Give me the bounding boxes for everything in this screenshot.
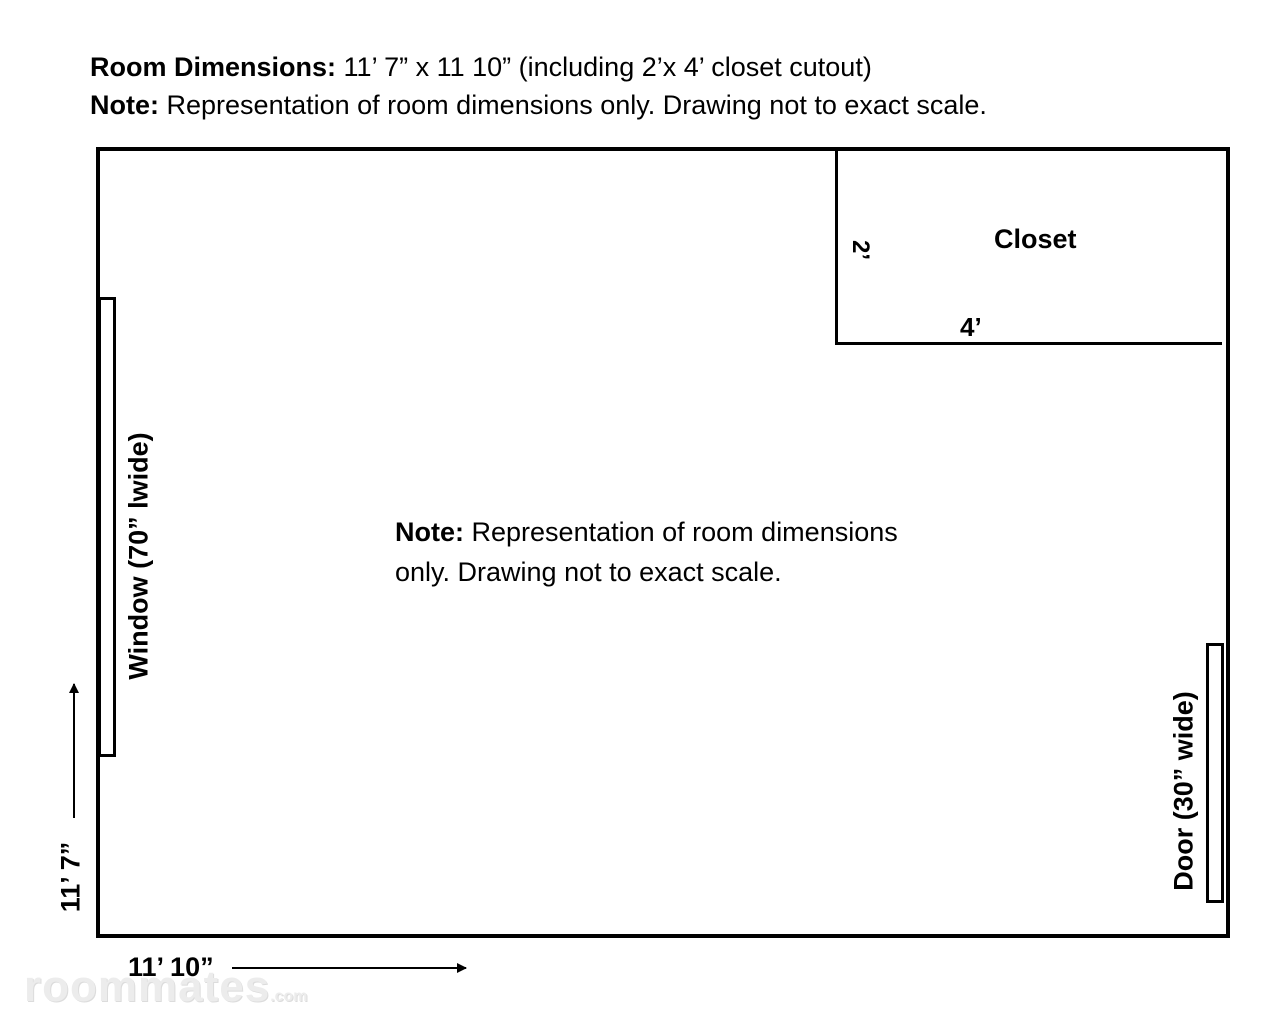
room-height-label: 11’ 7” — [55, 841, 86, 913]
watermark-suffix: .com — [270, 988, 308, 1005]
center-note: Note: Representation of room dimensions … — [395, 512, 955, 592]
center-note-label: Note: — [395, 517, 464, 547]
header-note-label: Note: — [90, 90, 159, 120]
center-note-text: Representation of room dimensions only. … — [395, 517, 898, 587]
closet-label: Closet — [994, 224, 1077, 254]
room-dimensions-line: Room Dimensions: 11’ 7” x 11 10” (includ… — [90, 52, 872, 83]
window-marker — [98, 297, 116, 757]
door-marker — [1206, 643, 1224, 903]
closet-width-label: 4’ — [960, 312, 982, 342]
room-width-label: 11’ 10” — [128, 952, 214, 982]
closet-outline — [835, 150, 1222, 345]
header-note-text: Representation of room dimensions only. … — [166, 90, 987, 120]
watermark-brand: roommates — [24, 962, 271, 1011]
dimensions-label: Room Dimensions: — [90, 52, 337, 82]
roommates-watermark: roommates.com — [24, 962, 308, 1012]
dimensions-value: 11’ 7” x 11 10” (including 2’x 4’ closet… — [343, 52, 872, 82]
header-note-line: Note: Representation of room dimensions … — [90, 90, 987, 121]
